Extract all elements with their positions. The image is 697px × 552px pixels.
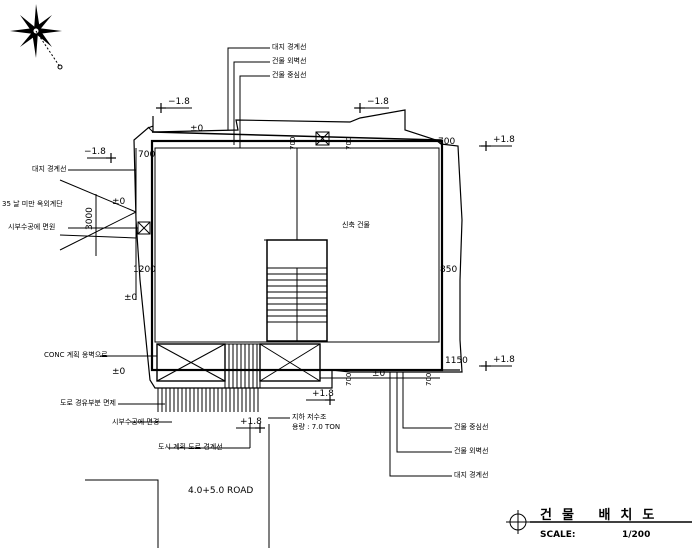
dim-700-left: 700 [138, 150, 156, 160]
drawing-title: 건물 배치도 [540, 508, 665, 523]
top-leaders [227, 47, 270, 148]
setback-wall-label-2: 시부수공에 면경 [112, 418, 160, 426]
left-diag-2 [59, 211, 137, 251]
level-label-5: +1.8 [493, 355, 515, 365]
dim-3000: 3000 [85, 207, 95, 230]
plusminus-label-3: ±0 [124, 293, 138, 303]
top-wall-corner [147, 126, 154, 133]
level-markers [87, 107, 512, 548]
site-boundary-label-left: 대지 경계선 [32, 165, 67, 173]
left-diag-3 [59, 234, 137, 239]
plusminus-label-5: ±0 [372, 369, 386, 379]
conc-retaining-label: CONC 계획 옹벽으로 [44, 351, 108, 359]
annex-box-left-x2 [156, 343, 226, 382]
road-label: 4.0+5.0 ROAD [188, 486, 254, 496]
top-marker-x2 [315, 131, 330, 146]
level-label-7: +1.8 [240, 417, 262, 427]
dim-700-bottom-a: 700 [345, 372, 353, 386]
building-outer-wall-label-top: 건물 외벽선 [272, 57, 307, 65]
new-building-label: 신축 건물 [342, 221, 370, 229]
tank-capacity-label: 용량 : 7.0 TON [292, 423, 341, 431]
level-label-3: −1.8 [84, 147, 106, 157]
plusminus-label-1: ±0 [190, 124, 204, 134]
north-arrow-tail [35, 30, 61, 68]
planned-road-label: 도시 계획 도로 경계선 [158, 443, 223, 451]
bottom-leaders [389, 372, 452, 477]
scale-label: SCALE: [540, 530, 576, 540]
top-wall-band [151, 131, 442, 141]
existing-road-label: 도로 경유부분 면제 [60, 399, 116, 407]
building-center-line-label-top: 건물 중심선 [272, 71, 307, 79]
dim-850: 850 [440, 265, 458, 275]
dim-700-bottom-b: 700 [425, 372, 433, 386]
level-label-2: −1.8 [367, 97, 389, 107]
level-label-4: +1.8 [493, 135, 515, 145]
left-marker-x2 [137, 221, 151, 235]
underground-tank-label: 지하 저수조 [292, 413, 327, 421]
dim-1200: 1200 [133, 265, 156, 275]
road-edge-line [85, 479, 159, 548]
title-block [506, 510, 692, 534]
plusminus-label-4: ±0 [112, 367, 126, 377]
scale-value: 1/200 [622, 530, 651, 540]
site-boundary-line [133, 109, 463, 389]
dim-1150: 1150 [445, 356, 468, 366]
building-outer-wall-label-bottom: 건물 외벽선 [454, 447, 489, 455]
building-outline [150, 139, 444, 372]
north-arrow-icon [10, 4, 62, 58]
site-boundary-label-bottom: 대지 경계선 [454, 471, 489, 479]
dim-700-top-b: 700 [345, 136, 353, 150]
dim-700-top-a: 700 [289, 136, 297, 150]
level-label-1: −1.8 [168, 97, 190, 107]
dim-700-right: 700 [438, 137, 456, 147]
level-label-6: +1.8 [312, 389, 334, 399]
setback-wall-label: 시부수공에 면원 [8, 223, 56, 231]
site-boundary-label-top: 대지 경계선 [272, 43, 307, 51]
top-marker-box [315, 131, 330, 146]
left-diag-1 [59, 179, 137, 213]
north-arrow-tail-dot [57, 64, 63, 70]
entry-steps [224, 343, 261, 389]
annex-box-right-x2 [259, 343, 321, 382]
left-leaders [68, 169, 290, 449]
building-center-line-label-bottom: 건물 중심선 [454, 423, 489, 431]
outdoor-stair-label: 35 날 미만 옥외계단 [2, 200, 63, 208]
cross-markers [106, 103, 491, 433]
stair-treads [267, 267, 327, 341]
plusminus-label-2: ±0 [112, 197, 126, 207]
outdoor-steps [157, 388, 259, 412]
